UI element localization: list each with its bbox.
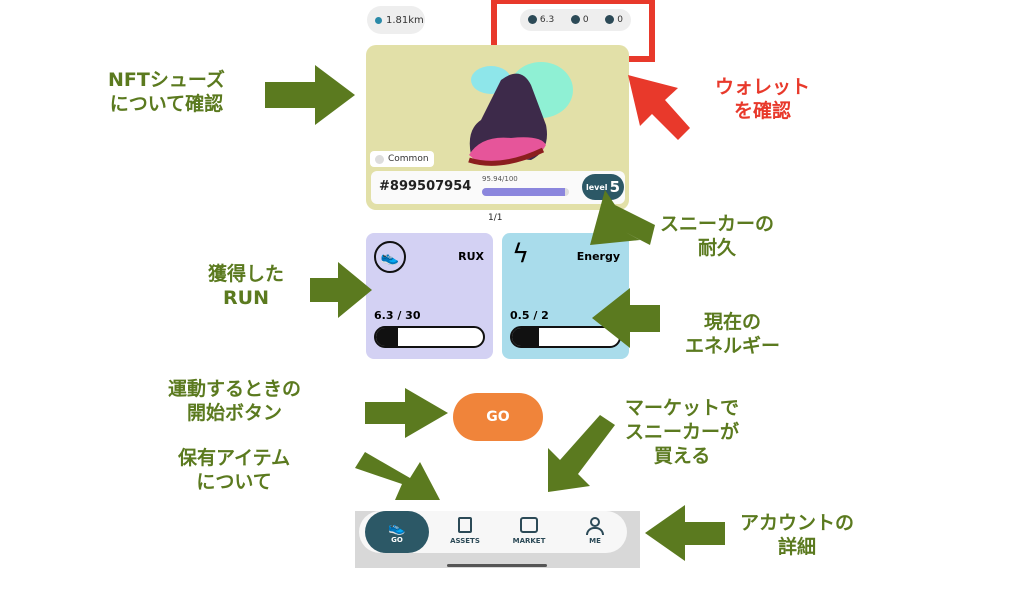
gmt-icon (605, 15, 615, 24)
rux-bar (374, 326, 485, 348)
rarity-icon (375, 154, 384, 164)
bottom-nav: 👟GO ASSETS MARKET ME (355, 511, 640, 568)
wallet-gst: 6.3 (528, 15, 554, 25)
annotation-items: 保有アイテムについて (178, 447, 291, 493)
arrow-icon (548, 415, 615, 492)
wallet-gmt: 0 (605, 15, 623, 25)
cards-icon (458, 517, 472, 533)
arrow-icon (265, 65, 355, 125)
location-pin-icon (375, 16, 382, 24)
rux-card: 👟 RUX 6.3 / 30 (366, 233, 493, 359)
sneaker-id: #899507954 (379, 179, 472, 194)
rux-title: RUX (458, 250, 484, 263)
annotation-nft: NFTシューズについて確認 (108, 69, 225, 115)
distance-value: 1.81km (386, 14, 424, 26)
wallet-pill[interactable]: 6.3 0 0 (520, 9, 631, 31)
gem-icon (570, 15, 580, 24)
annotation-account: アカウントの詳細 (740, 512, 855, 558)
rux-value: 6.3 / 30 (374, 309, 421, 322)
rarity-badge: Common (370, 151, 434, 167)
annotation-wallet: ウォレットを確認 (715, 76, 811, 122)
sneaker-icon: 👟 (388, 520, 406, 536)
wallet-gem: 0 (570, 15, 589, 25)
sneaker-pager: 1/1 (488, 213, 503, 223)
annotation-market: マーケットでスニーカーが買える (625, 397, 740, 467)
arrow-icon (628, 75, 690, 140)
annotation-durability: スニーカーの耐久 (660, 213, 775, 259)
arrow-icon (592, 288, 660, 348)
lightning-icon: ϟ (512, 239, 530, 269)
energy-value: 0.5 / 2 (510, 309, 549, 322)
arrow-icon (355, 452, 440, 500)
nav-market[interactable]: MARKET (507, 517, 551, 545)
arrow-icon (645, 505, 725, 561)
nav-go[interactable]: 👟GO (365, 511, 429, 553)
nav-me[interactable]: ME (573, 517, 617, 545)
annotation-start: 運動するときの開始ボタン (168, 378, 302, 424)
energy-bar (510, 326, 621, 348)
arrow-icon (310, 262, 372, 318)
distance-pill: 1.81km (367, 6, 425, 34)
store-icon (520, 517, 538, 533)
go-button[interactable]: GO (453, 393, 543, 441)
arrow-icon (365, 388, 448, 438)
person-icon (590, 517, 600, 527)
arrow-icon (590, 190, 655, 245)
energy-title: Energy (576, 250, 620, 263)
nav-assets[interactable]: ASSETS (443, 517, 487, 545)
gst-token-icon (528, 15, 537, 24)
durability-bar (482, 188, 569, 196)
sneaker-image (468, 62, 573, 166)
annotation-energy: 現在のエネルギー (685, 311, 781, 357)
energy-card: ϟ Energy 0.5 / 2 (502, 233, 629, 359)
durability-label: 95.94/100 (482, 175, 518, 183)
sneaker-icon: 👟 (374, 241, 406, 273)
